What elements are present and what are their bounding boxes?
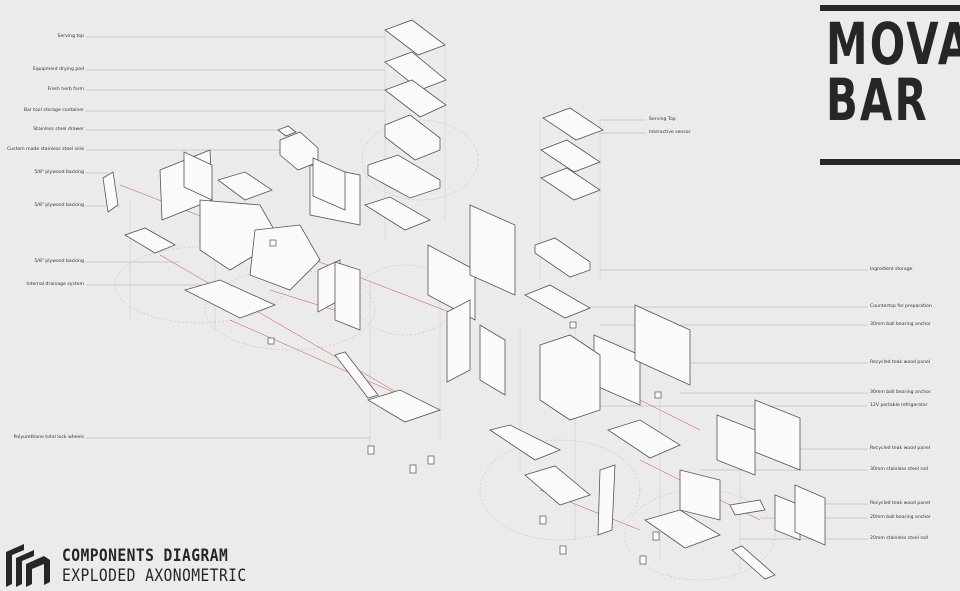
louvre-panel-right (634, 304, 691, 386)
page-title: MOVA BAR (826, 10, 960, 134)
label-steel-rod-20: 20mm stainless steel rod (870, 536, 928, 541)
label-plywood-backing-1: 5/8" plywood backing (34, 170, 84, 175)
label-ball-anchor-2: 30mm ball bearing anchor (870, 390, 931, 395)
panel-right-3 (540, 167, 601, 201)
label-interactive-sensor: Interactive sensor (649, 130, 691, 135)
base-right-bottom (644, 509, 721, 549)
title-rule-top (820, 5, 960, 11)
label-stainless-sink: Custom made stainless steel sink (7, 147, 84, 152)
label-steel-rod-30: 30mm stainless steel rod (870, 467, 928, 472)
components (102, 19, 826, 580)
frame-right-3 (679, 469, 721, 521)
louvre-panel-right-3 (794, 484, 826, 546)
louvre-panel-1 (183, 151, 213, 201)
base-tray-left (124, 227, 176, 254)
footer-heading: COMPONENTS DIAGRAM (62, 546, 229, 566)
ingredient-storage (534, 237, 591, 278)
label-countertop: Countertop for preparation (870, 304, 932, 309)
label-stainless-drawer: Stainless steel drawer (33, 127, 84, 132)
grid-panel-3 (427, 244, 476, 321)
mova-logo-icon (6, 544, 50, 587)
label-fresh-herb-farm: Fresh herb farm (47, 87, 84, 92)
base-tray-right (489, 424, 561, 461)
herb-farm-panel (384, 79, 447, 118)
frame-middle (249, 224, 321, 291)
label-teak-panel-3: Recycled teak wood panel (870, 501, 931, 506)
drawer-unit (279, 131, 319, 171)
countertop-prep (524, 284, 591, 319)
label-plywood-backing-2: 5/8" plywood backing (34, 203, 84, 208)
door-frame-left (334, 261, 361, 331)
wheel-base (367, 389, 442, 423)
label-teak-panel-2: Recycled teak wood panel (870, 446, 931, 451)
label-teak-panel-1: Recycled teak wood panel (870, 360, 931, 365)
rod-right (729, 499, 766, 516)
title-line-1: MOVA (826, 10, 960, 78)
wheel-tray-right (524, 465, 591, 506)
footer-subheading: EXPLODED AXONOMETRIC (62, 566, 247, 586)
label-refrigerator: 12V portable refrigerator (870, 403, 928, 408)
label-plywood-backing-3: 5/8" plywood backing (34, 259, 84, 264)
grid-panel-right-2 (716, 414, 756, 476)
small-cap (277, 125, 297, 137)
label-equipment-drying-pad: Equipment drying pad (32, 67, 84, 72)
sensor-panel (540, 139, 601, 173)
label-serving-top-right: Serving Top (649, 117, 676, 122)
plywood-panel-left (102, 171, 119, 213)
label-internal-drainage: Internal drainage system (26, 282, 84, 287)
label-ball-anchor-20: 20mm ball bearing anchor (870, 515, 931, 520)
top-frame (217, 171, 273, 201)
drying-pad-panel (384, 51, 447, 91)
leader-lines (86, 36, 868, 540)
small-grid-panel (774, 494, 801, 541)
wheels (267, 239, 662, 565)
label-bar-tool-storage: Bar tool storage container (23, 108, 84, 113)
long-bar-right (731, 545, 776, 580)
fridge-body (539, 334, 601, 421)
frame-right-2 (597, 464, 616, 536)
louvre-panel-2 (312, 157, 346, 211)
title-rule-bottom (820, 159, 960, 165)
label-serving-top: Serving top (57, 34, 84, 39)
serving-top-panel (384, 19, 446, 56)
title-line-2: BAR (826, 66, 929, 134)
louvre-panel-right-2 (754, 399, 801, 471)
bar-tool-container (384, 114, 441, 161)
grid-panel-right (593, 334, 641, 406)
sink-panel (367, 154, 441, 199)
louvre-panel-3 (469, 204, 516, 296)
panel-mid-right (479, 324, 506, 396)
label-ingredient-storage: Ingredient storage (870, 267, 913, 272)
serving-top-right (542, 107, 604, 141)
tall-panel-middle (446, 299, 471, 383)
base-tray-lower (183, 279, 277, 319)
frame-right-1 (607, 419, 681, 459)
long-bar-1 (334, 351, 379, 399)
label-lock-wheels: Polyurethane total lock wheels (13, 435, 84, 440)
label-ball-anchor-1: 30mm ball bearing anchor (870, 322, 931, 327)
mid-panel (364, 196, 431, 231)
